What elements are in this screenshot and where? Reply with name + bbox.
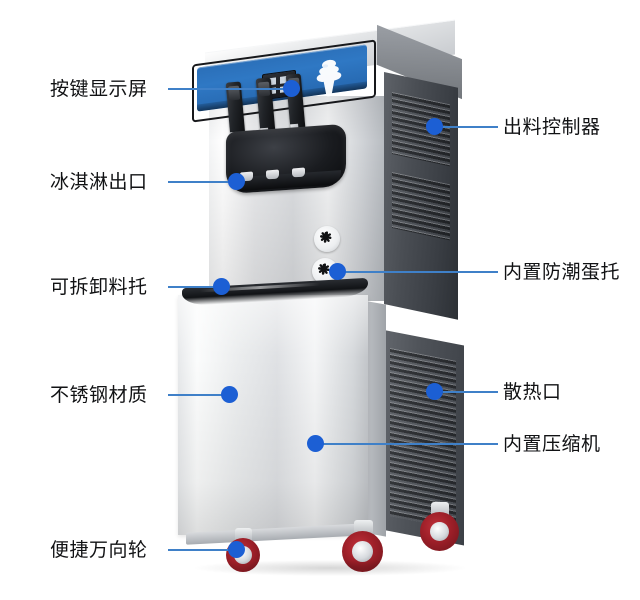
callout-label-ice-cream-outlet: 冰淇淋出口 [50, 172, 148, 193]
callout-label-removable-tray: 可拆卸料托 [50, 277, 148, 298]
callout-dot-universal-caster [228, 541, 245, 558]
callout-label-moisture-proof-cone-holder: 内置防潮蛋托 [503, 262, 621, 283]
callout-dot-heat-vent [426, 383, 443, 400]
callout-dot-stainless-body [221, 386, 238, 403]
callout-line-stainless-body [168, 394, 223, 396]
callout-line-display-panel [168, 88, 286, 90]
cone-holder-hole-upper [314, 226, 340, 252]
dispensing-nozzle-3 [292, 167, 305, 178]
cone-holder-star-icon [320, 231, 332, 243]
callout-line-removable-tray [168, 286, 215, 288]
callout-line-heat-vent [443, 391, 498, 393]
dispensing-nozzle-2 [266, 169, 279, 180]
callout-line-moisture-proof-cone-holder [345, 271, 498, 273]
callout-dot-display-panel [283, 80, 300, 97]
callout-dot-ice-cream-outlet [228, 173, 245, 190]
caster-rear-right [418, 502, 462, 552]
caster-front-right [340, 520, 386, 572]
callout-label-heat-vent: 散热口 [503, 382, 562, 403]
callout-label-stainless-body: 不锈钢材质 [50, 385, 148, 406]
ground-shadow [195, 560, 465, 576]
callout-dot-flow-controller [426, 118, 443, 135]
callout-dot-built-in-compressor [307, 435, 324, 452]
callout-line-flow-controller [443, 126, 498, 128]
cone-holder-star-icon [318, 263, 330, 275]
callout-line-built-in-compressor [323, 443, 498, 445]
callout-label-display-panel: 按键显示屏 [50, 79, 148, 100]
callout-line-ice-cream-outlet [168, 181, 230, 183]
lower-cabinet-sheen [178, 295, 368, 535]
callout-dot-moisture-proof-cone-holder [329, 263, 346, 280]
callout-line-universal-caster [168, 549, 230, 551]
soft-serve-swirl-icon [316, 59, 342, 97]
callout-label-built-in-compressor: 内置压缩机 [503, 434, 601, 455]
callout-dot-removable-tray [213, 278, 230, 295]
callout-label-flow-controller: 出料控制器 [503, 117, 601, 138]
callout-label-universal-caster: 便捷万向轮 [50, 540, 148, 561]
